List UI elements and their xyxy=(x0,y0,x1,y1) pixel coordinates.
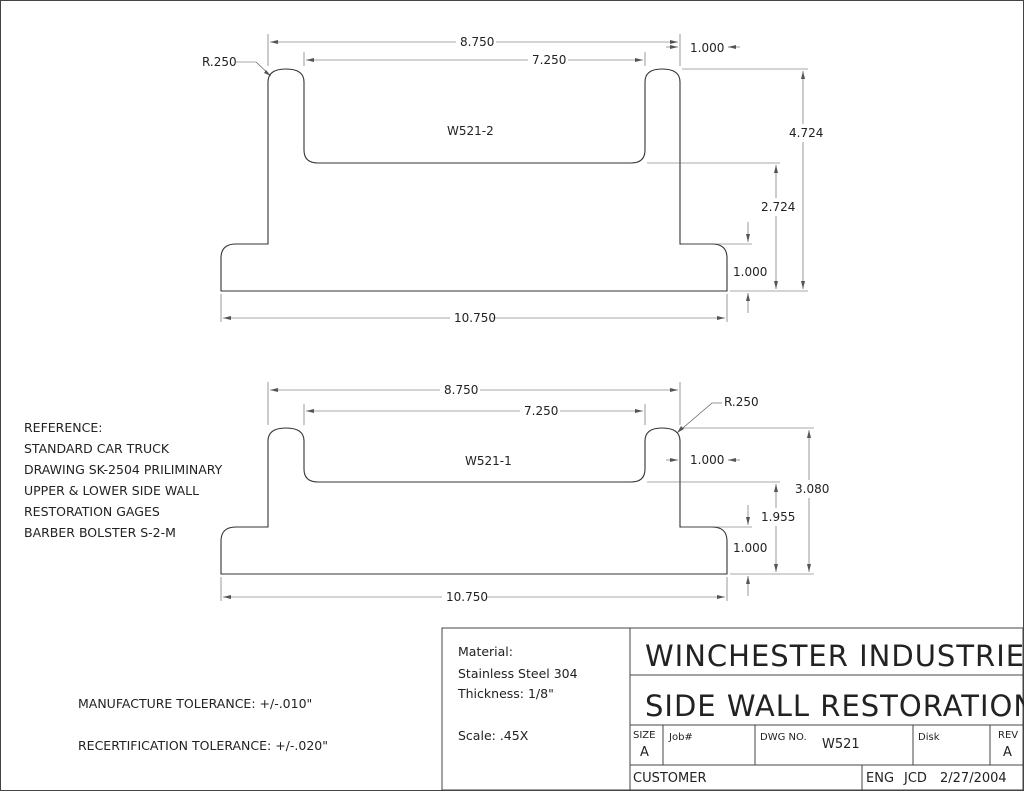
upper-dim-base-width: 10.750 xyxy=(454,311,496,325)
lower-part: W521-1 8.750 7.250 R.250 1.000 xyxy=(220,382,829,604)
dwg-label: DWG NO. xyxy=(760,732,807,743)
reference-line: STANDARD CAR TRUCK xyxy=(24,441,170,456)
size-label: SIZE xyxy=(633,730,655,741)
eng-label: ENG xyxy=(866,771,894,786)
upper-dim-radius: R.250 xyxy=(202,55,237,69)
reference-line: BARBER BOLSTER S-2-M xyxy=(24,525,176,540)
manufacture-tolerance: MANUFACTURE TOLERANCE: +/-.010" xyxy=(78,696,312,711)
recertification-tolerance: RECERTIFICATION TOLERANCE: +/-.020" xyxy=(78,738,328,753)
lower-dim-height-slot: 1.955 xyxy=(761,510,795,524)
lower-dim-radius: R.250 xyxy=(724,395,759,409)
upper-part-outline xyxy=(220,68,728,292)
reference-notes: REFERENCE: STANDARD CAR TRUCK DRAWING SK… xyxy=(24,420,223,540)
drawing-title: SIDE WALL RESTORATION GAGE xyxy=(645,689,1024,723)
lower-part-label: W521-1 xyxy=(465,454,512,468)
upper-dim-height-total: 4.724 xyxy=(789,126,823,140)
lower-dim-overall-top: 8.750 xyxy=(444,383,478,397)
upper-dim-height-slot: 2.724 xyxy=(761,200,795,214)
lower-dim-right-arm: 1.000 xyxy=(690,453,724,467)
material-value: Stainless Steel 304 xyxy=(458,666,578,681)
size-value: A xyxy=(640,745,649,760)
upper-part: W521-2 8.750 7.250 1.000 R.250 xyxy=(202,34,823,325)
lower-dim-base-height: 1.000 xyxy=(733,541,767,555)
upper-part-label: W521-2 xyxy=(447,124,494,138)
upper-dim-inner-top: 7.250 xyxy=(532,53,566,67)
reference-line: UPPER & LOWER SIDE WALL xyxy=(24,483,199,498)
upper-dim-overall-top: 8.750 xyxy=(460,35,494,49)
disk-label: Disk xyxy=(918,732,940,743)
drawing-date: 2/27/2004 xyxy=(940,771,1007,786)
rev-label: REV xyxy=(998,730,1018,741)
reference-line: REFERENCE: xyxy=(24,420,102,435)
job-label: Job# xyxy=(668,732,693,743)
dwg-value: W521 xyxy=(822,737,860,752)
lower-dim-inner-top: 7.250 xyxy=(524,404,558,418)
thickness: Thickness: 1/8" xyxy=(457,686,554,701)
lower-part-outline xyxy=(220,427,728,575)
rev-value: A xyxy=(1003,745,1012,760)
reference-line: RESTORATION GAGES xyxy=(24,504,160,519)
upper-dim-base-height: 1.000 xyxy=(733,265,767,279)
scale: Scale: .45X xyxy=(458,728,529,743)
title-block: Material: Stainless Steel 304 Thickness:… xyxy=(441,627,1024,791)
customer-label: CUSTOMER xyxy=(633,771,706,786)
lower-dim-base-width: 10.750 xyxy=(446,590,488,604)
material-label: Material: xyxy=(458,644,513,659)
lower-dim-height-total: 3.080 xyxy=(795,482,829,496)
reference-line: DRAWING SK-2504 PRILIMINARY xyxy=(24,462,223,477)
eng-value: JCD xyxy=(903,771,927,786)
upper-dim-right-arm: 1.000 xyxy=(690,41,724,55)
